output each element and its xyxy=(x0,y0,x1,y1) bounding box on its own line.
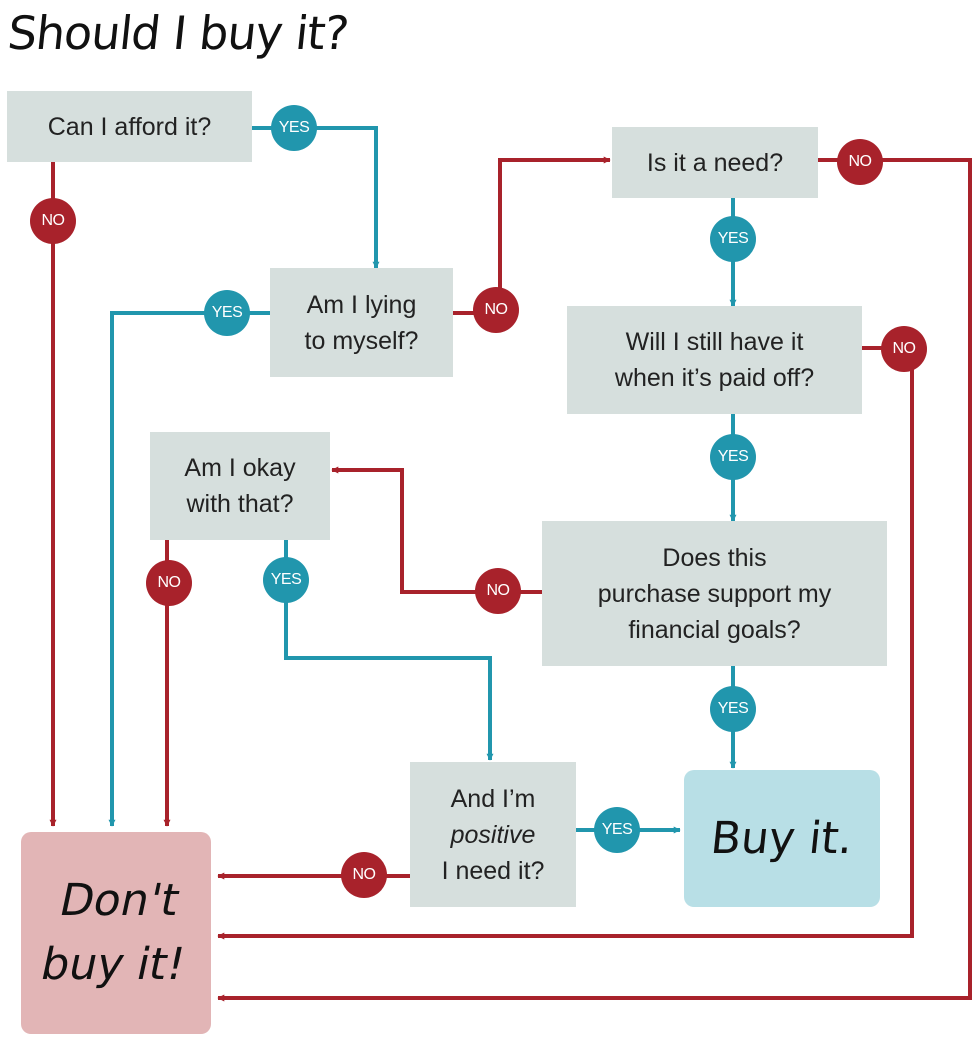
node-still-line-2: when it’s paid off? xyxy=(614,364,815,392)
node-support: Does this purchase support my financial … xyxy=(542,521,887,666)
terminal-dont-line-2: buy it! xyxy=(35,939,190,990)
terminal-dont-buy: Don't buy it! xyxy=(21,832,211,1034)
node-support-line-1: Does this xyxy=(662,543,767,572)
node-okay: Am I okay with that? xyxy=(150,432,330,540)
terminal-dont-line-1: Don't xyxy=(55,875,184,926)
no-badge-afford: NO xyxy=(30,198,76,244)
node-lying-line-1: Am I lying xyxy=(306,290,417,319)
node-positive-line-1: And I’m xyxy=(450,784,536,813)
node-positive-line-3: I need it? xyxy=(441,856,545,885)
no-badge-need: NO xyxy=(837,139,883,185)
node-support-line-3: financial goals? xyxy=(628,615,801,644)
node-support-line-2: purchase support my xyxy=(597,579,832,608)
yes-badge-still: YES xyxy=(710,434,756,480)
node-positive-line-2: positive xyxy=(450,820,536,849)
no-badge-lying: NO xyxy=(473,287,519,333)
edge-need-no xyxy=(217,158,972,1002)
yes-badge-need: YES xyxy=(710,216,756,262)
edge-support-no xyxy=(331,466,542,594)
node-still: Will I still have it when it’s paid off? xyxy=(567,306,862,414)
no-badge-support: NO xyxy=(475,568,521,614)
node-lying-line-2: to myself? xyxy=(304,326,419,355)
edge-okay-yes xyxy=(284,540,494,761)
edge-lying-yes xyxy=(108,311,270,827)
node-need-line-1: Is it a need? xyxy=(646,148,784,177)
node-okay-line-1: Am I okay xyxy=(184,454,296,482)
no-badge-still: NO xyxy=(881,326,927,372)
no-badge-okay: NO xyxy=(146,560,192,606)
edge-lying-no xyxy=(453,156,611,315)
yes-badge-afford: YES xyxy=(271,105,317,151)
node-afford: Can I afford it? xyxy=(7,91,252,162)
node-okay-line-2: with that? xyxy=(186,490,294,518)
node-still-line-1: Will I still have it xyxy=(625,328,804,356)
terminal-buy-label: Buy it. xyxy=(708,813,856,864)
node-afford-line-1: Can I afford it? xyxy=(47,112,212,141)
no-badge-positive: NO xyxy=(341,852,387,898)
terminal-buy-it: Buy it. xyxy=(684,770,880,907)
node-lying: Am I lying to myself? xyxy=(270,268,453,377)
node-need: Is it a need? xyxy=(612,127,818,198)
yes-badge-okay: YES xyxy=(263,557,309,603)
yes-badge-lying: YES xyxy=(204,290,250,336)
node-positive: And I’m positive I need it? xyxy=(410,762,576,907)
yes-badge-support: YES xyxy=(710,686,756,732)
yes-badge-positive: YES xyxy=(594,807,640,853)
edge-afford-yes xyxy=(252,126,380,269)
